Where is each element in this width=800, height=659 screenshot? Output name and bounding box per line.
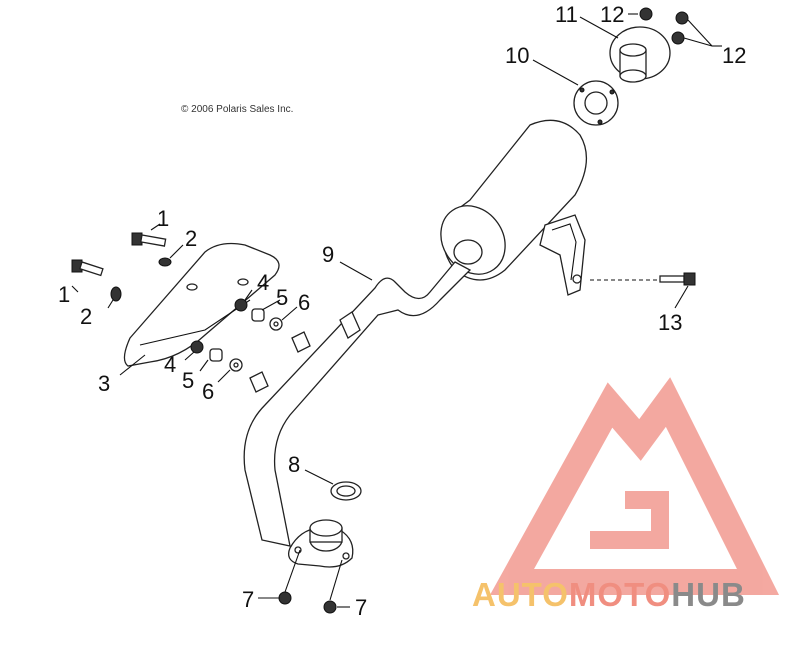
bolt-13	[659, 272, 696, 286]
watermark-text: AUTOMOTOHUB	[472, 576, 746, 613]
nut-12	[639, 7, 689, 45]
leader-lines	[71, 13, 722, 608]
nut-4-lower	[190, 340, 204, 354]
callout-2-lower: 2	[80, 304, 92, 329]
muffler	[440, 119, 588, 296]
callout-10: 10	[505, 43, 529, 68]
callout-11: 11	[555, 2, 578, 27]
watermark-hub: HUB	[671, 576, 746, 613]
nut-7-left	[278, 591, 292, 605]
callout-5-upper: 5	[276, 285, 288, 310]
callout-4-upper: 4	[257, 270, 269, 295]
washer-2-upper	[158, 257, 172, 267]
gasket-8	[330, 481, 362, 501]
washer-6-lower	[229, 358, 243, 372]
bolt-1-lower	[71, 259, 104, 277]
callout-12-right: 12	[722, 43, 746, 68]
callout-7-right: 7	[355, 595, 367, 620]
nut-7-right	[323, 600, 337, 614]
callout-12-top: 12	[600, 2, 624, 27]
callout-3: 3	[98, 371, 110, 396]
callout-4-lower: 4	[164, 352, 176, 377]
washer-2-lower	[110, 286, 122, 302]
callout-2-upper: 2	[185, 226, 197, 251]
copyright-text: © 2006 Polaris Sales Inc.	[181, 104, 293, 115]
callout-1-lower: 1	[58, 282, 70, 307]
callout-6-lower: 6	[202, 379, 214, 404]
callout-1-upper: 1	[157, 206, 169, 231]
washer-6-upper	[269, 317, 283, 331]
heat-shield-3	[123, 242, 280, 367]
exhaust-pipe	[243, 261, 472, 547]
bolt-1-upper	[131, 232, 167, 247]
callout-8: 8	[288, 452, 300, 477]
watermark-moto: MOTO	[569, 576, 671, 613]
spacer-5-lower	[209, 348, 223, 362]
watermark-logo-icon	[489, 377, 780, 595]
exhaust-flange	[287, 519, 354, 568]
callout-6-upper: 6	[298, 290, 310, 315]
callout-7-left: 7	[242, 587, 254, 612]
callout-9: 9	[322, 242, 334, 267]
nut-4-upper	[234, 298, 248, 312]
end-cap-flange-11	[609, 26, 671, 83]
spacer-5-upper	[251, 308, 265, 322]
callout-13: 13	[658, 310, 682, 335]
gasket-10	[573, 80, 619, 126]
watermark-auto: AUTO	[472, 576, 569, 613]
callout-5-lower: 5	[182, 368, 194, 393]
